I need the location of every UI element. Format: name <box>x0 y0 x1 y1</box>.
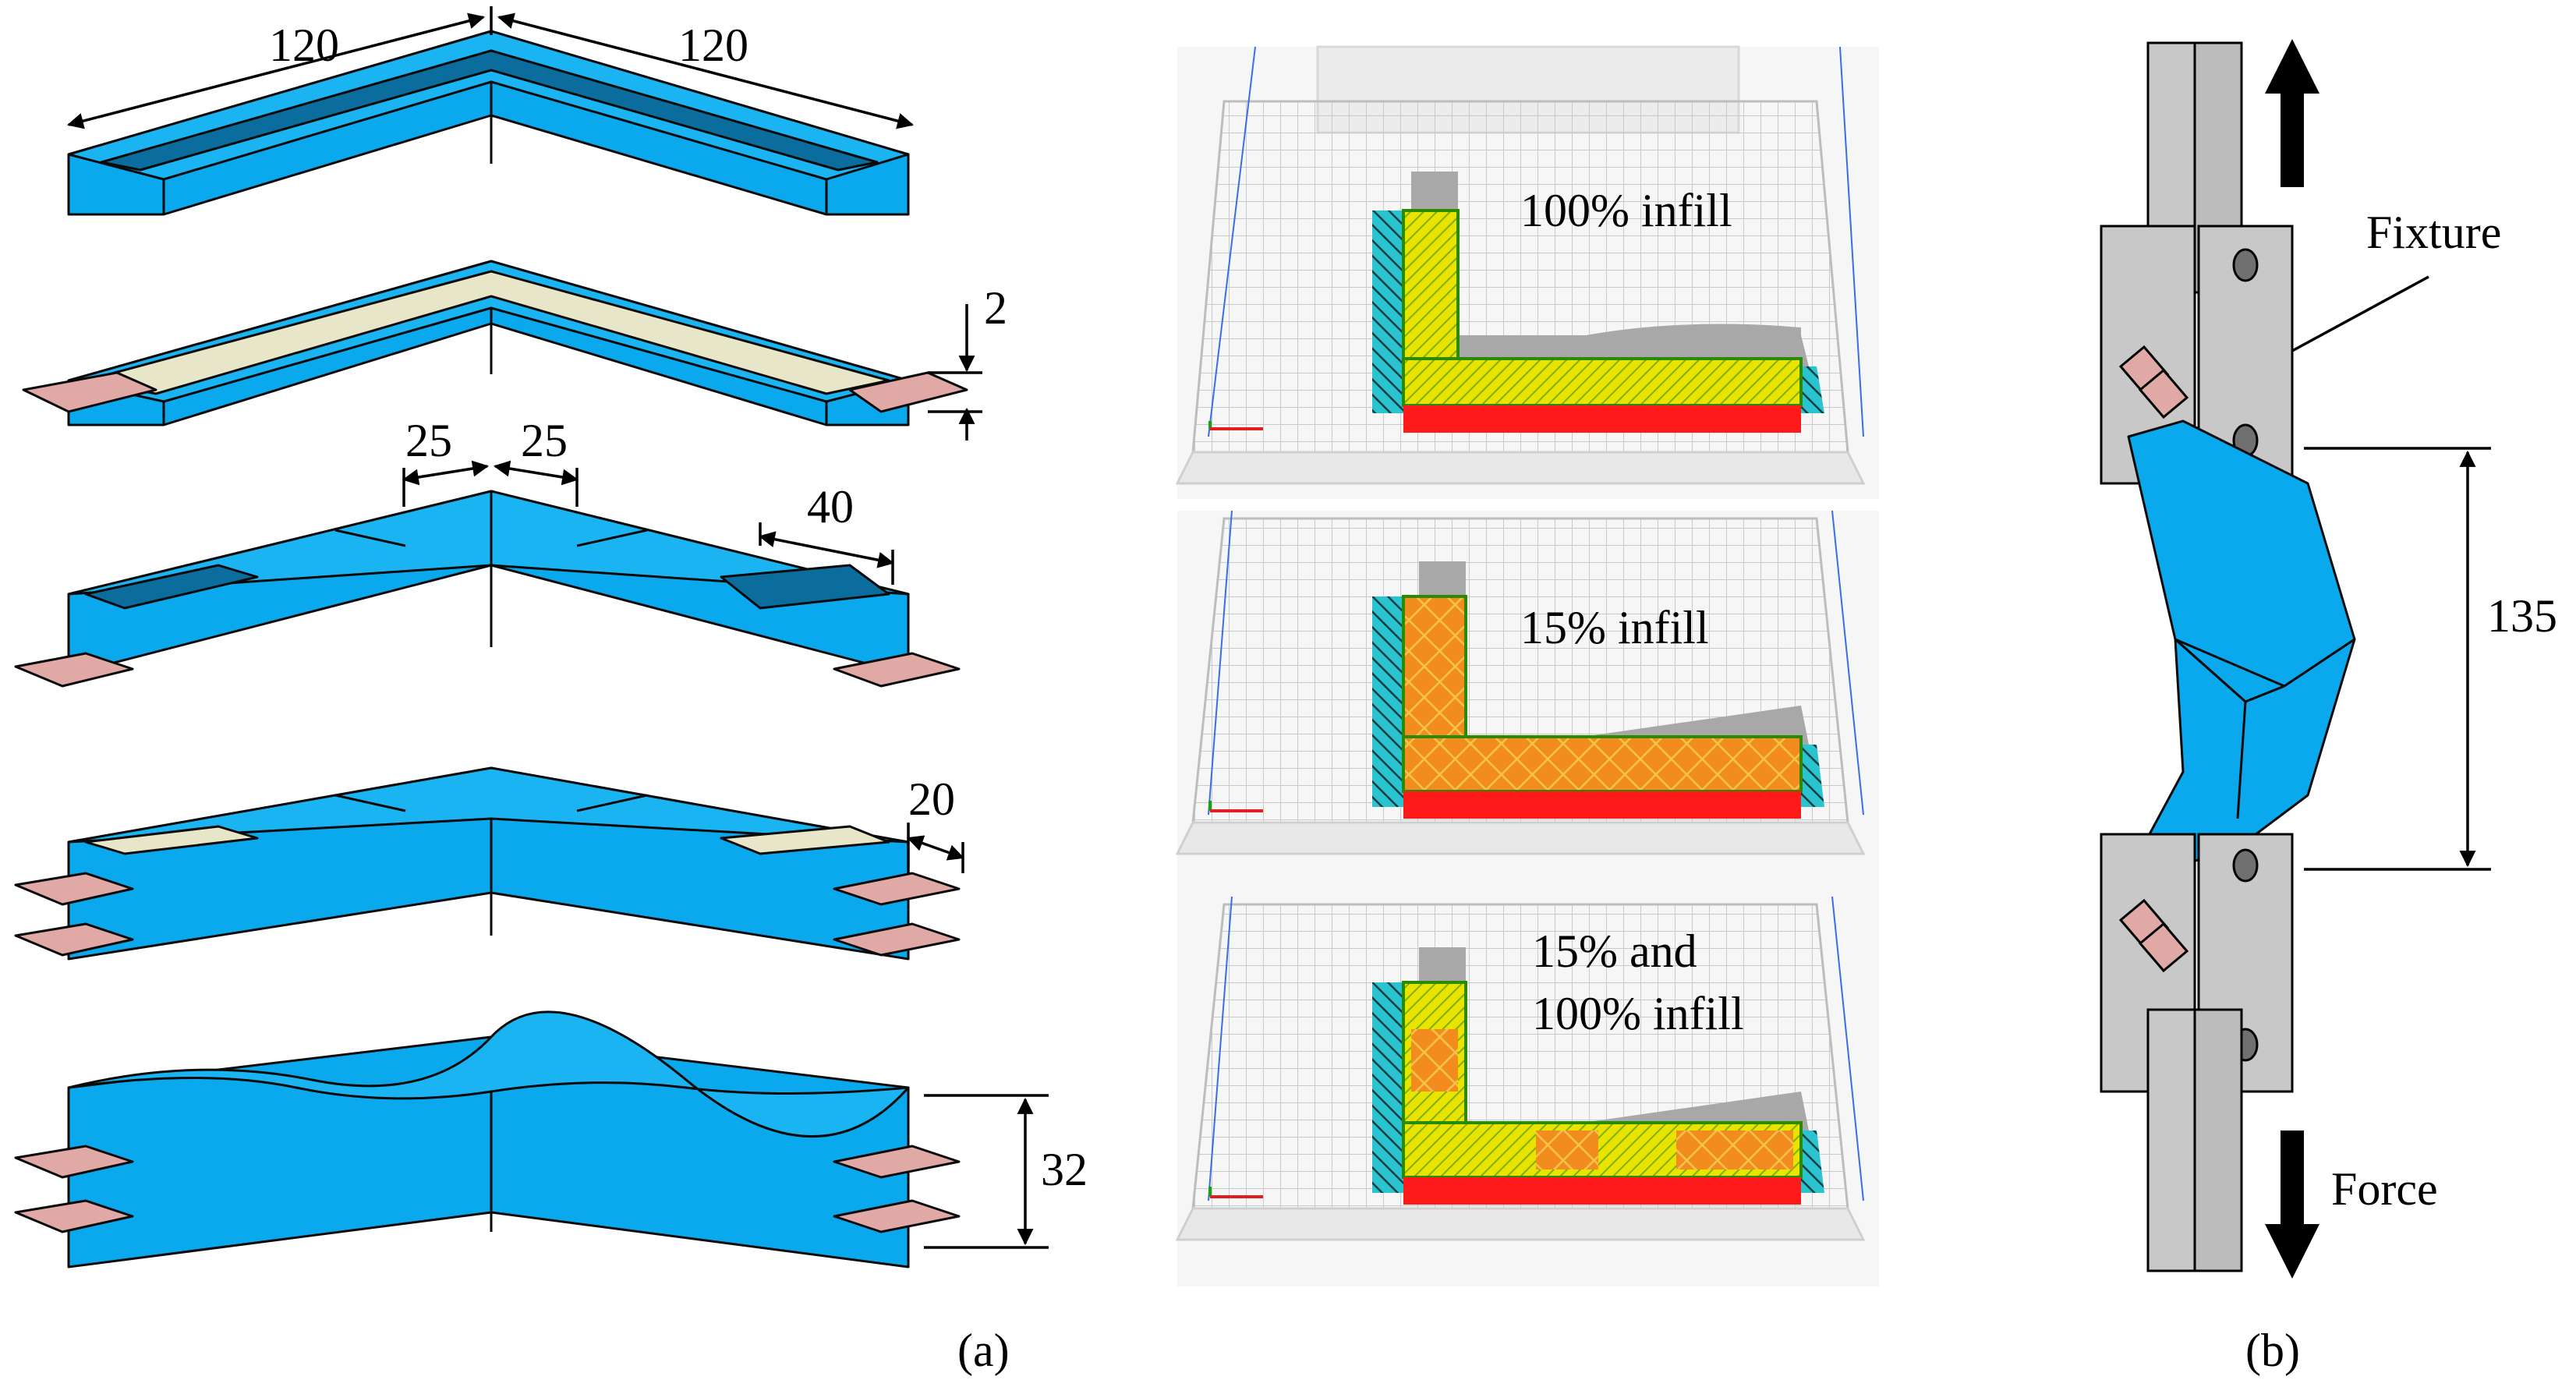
specimen-step-5 <box>14 1010 961 1269</box>
slicer-view-1: 100% infill <box>1175 45 1879 499</box>
force-arrow-down <box>2265 1131 2319 1279</box>
slicer-label-3-line-2: 100% infill <box>1532 988 1744 1039</box>
dim-tab-length: 20 <box>908 773 955 825</box>
caption-b: (b) <box>2245 1325 2300 1376</box>
specimen-step-4 <box>14 766 961 961</box>
dim-adhesive-thickness: 2 <box>984 282 1007 334</box>
slicer-label-1-line-1: 100% infill <box>1520 185 1732 236</box>
test-setup: Fixture 135 Force <box>2100 39 2557 1279</box>
slicer-view-2: 15% infill <box>1175 510 1879 901</box>
force-label: Force <box>2331 1163 2438 1215</box>
specimen-v-shape <box>2127 419 2356 703</box>
dim-center-left: 25 <box>405 415 452 466</box>
dim-center-right: 25 <box>521 415 568 466</box>
specimen-step-3 <box>14 490 961 688</box>
gauge-length-label: 135 <box>2487 590 2557 642</box>
dim-arm-left: 120 <box>269 19 339 71</box>
slicer-view-3: 15% and 100% infill <box>1175 896 1879 1286</box>
lower-grip-rod <box>2146 1008 2196 1272</box>
slicer-label-2-line-1: 15% infill <box>1520 602 1709 653</box>
fixture-label: Fixture <box>2366 207 2501 258</box>
dim-pocket-length: 40 <box>807 481 854 533</box>
caption-a: (a) <box>957 1325 1010 1376</box>
force-arrow-up <box>2265 39 2319 187</box>
dim-height: 32 <box>1041 1144 1088 1195</box>
dim-arm-right: 120 <box>678 19 748 71</box>
specimen-sequence: 120 120 2 <box>14 6 1088 1269</box>
slicer-label-3-line-1: 15% and <box>1532 925 1697 977</box>
specimen-step-2 <box>22 260 968 426</box>
specimen-step-1 <box>67 30 910 216</box>
